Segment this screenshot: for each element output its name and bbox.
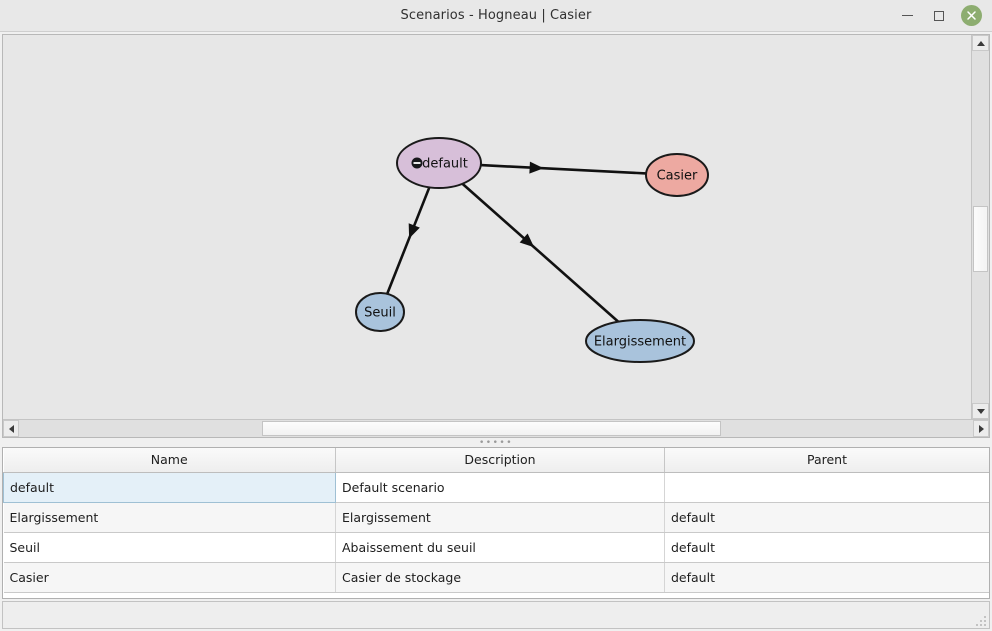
graph-node-label: Seuil <box>364 306 396 321</box>
graph-node-label: default <box>422 157 468 172</box>
column-header-parent[interactable]: Parent <box>664 448 989 473</box>
graph-node-seuil[interactable]: Seuil <box>355 292 405 332</box>
table-cell-description[interactable]: Elargissement <box>335 502 665 533</box>
table-empty-area <box>3 592 989 598</box>
graph-edge[interactable] <box>480 161 647 175</box>
edge-arrowhead-icon <box>529 161 544 174</box>
status-bar <box>2 601 990 629</box>
triangle-down-icon <box>976 408 985 414</box>
table-cell-description[interactable]: Casier de stockage <box>335 562 665 593</box>
column-header-description[interactable]: Description <box>335 448 665 473</box>
table-cell-description[interactable]: Abaissement du seuil <box>335 532 665 563</box>
graph-node-casier[interactable]: Casier <box>645 153 709 197</box>
edge-arrowhead-icon <box>408 223 420 239</box>
collapse-minus-icon[interactable] <box>411 157 423 169</box>
close-button[interactable] <box>956 1 986 31</box>
pane-splitter[interactable]: ••••• <box>0 438 992 447</box>
vertical-scroll-track[interactable] <box>972 51 989 403</box>
table-cell-name[interactable]: Elargissement <box>3 502 336 533</box>
maximize-icon <box>934 10 944 21</box>
table-cell-parent[interactable]: default <box>664 502 989 533</box>
close-icon <box>960 5 982 26</box>
graph-vertical-scrollbar[interactable] <box>971 35 989 419</box>
title-bar: Scenarios - Hogneau | Casier <box>0 0 992 32</box>
minimize-button[interactable] <box>892 1 922 31</box>
horizontal-scroll-track[interactable] <box>19 420 973 437</box>
table-cell-parent[interactable]: default <box>664 532 989 563</box>
column-header-name[interactable]: Name <box>3 448 336 473</box>
minimize-icon <box>901 15 913 16</box>
graph-edge[interactable] <box>461 182 620 323</box>
horizontal-scroll-thumb[interactable] <box>262 421 721 436</box>
edge-arrowhead-icon <box>519 233 535 248</box>
graph-node-label: Elargissement <box>594 335 686 350</box>
graph-edge[interactable] <box>385 186 431 295</box>
window-controls <box>892 0 986 31</box>
table-cell-description[interactable]: Default scenario <box>335 472 665 503</box>
table-cell-name[interactable]: Seuil <box>3 532 336 563</box>
graph-node-default[interactable]: default <box>396 137 482 189</box>
table-cell-parent[interactable] <box>664 472 989 503</box>
table-cell-parent[interactable]: default <box>664 562 989 593</box>
table-header-row: Name Description Parent <box>3 448 989 473</box>
graph-horizontal-scrollbar[interactable] <box>3 419 989 437</box>
window-title: Scenarios - Hogneau | Casier <box>400 8 592 23</box>
table-cell-name[interactable]: default <box>3 471 336 503</box>
triangle-up-icon <box>976 40 985 46</box>
triangle-left-icon <box>8 424 14 433</box>
maximize-button[interactable] <box>924 1 954 31</box>
scroll-left-button[interactable] <box>3 420 19 437</box>
scroll-down-button[interactable] <box>972 403 989 419</box>
graph-node-label: Casier <box>657 169 698 184</box>
table-cell-name[interactable]: Casier <box>3 562 336 593</box>
graph-node-elargissement[interactable]: Elargissement <box>585 319 695 363</box>
scroll-up-button[interactable] <box>972 35 989 51</box>
scroll-right-button[interactable] <box>973 420 989 437</box>
resize-grip-icon[interactable] <box>974 614 986 626</box>
vertical-scroll-thumb[interactable] <box>973 206 988 272</box>
triangle-right-icon <box>978 424 984 433</box>
splitter-grip-icon: ••••• <box>478 437 514 448</box>
